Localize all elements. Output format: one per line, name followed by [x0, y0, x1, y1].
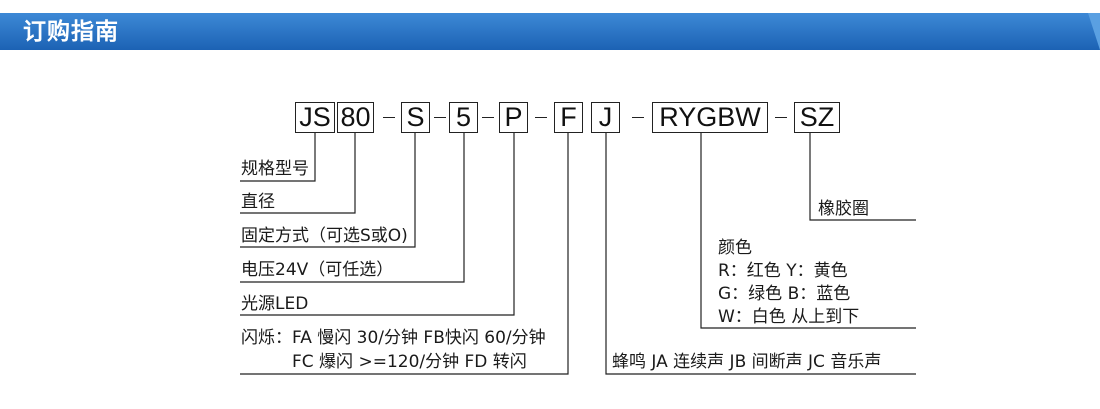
- leader-flash: [240, 133, 569, 375]
- code-segment-series: JS: [295, 102, 335, 133]
- leader-light-source: [240, 133, 515, 316]
- label-light-source: 光源LED: [241, 294, 309, 314]
- leader-rubber: [809, 133, 916, 221]
- leader-mounting: [240, 133, 416, 248]
- banner-decoration: [1088, 13, 1100, 50]
- label-voltage: 电压24V（可任选）: [241, 260, 394, 280]
- label-mounting: 固定方式（可选S或O): [241, 226, 408, 246]
- page-title: 订购指南: [23, 19, 119, 45]
- code-segment-voltage: 5: [449, 102, 478, 133]
- code-segment-buzzer: J: [591, 102, 620, 133]
- leader-diameter: [240, 133, 356, 214]
- code-segment-rubber: SZ: [794, 102, 840, 133]
- label-color-line3: W：白色 从上到下: [718, 307, 860, 327]
- leader-buzzer: [605, 133, 916, 375]
- label-rubber: 橡胶圈: [818, 199, 869, 219]
- separator-dash: [535, 117, 547, 119]
- separator-dash: [632, 117, 644, 119]
- label-model: 规格型号: [241, 159, 309, 179]
- code-segment-colors: RYGBW: [652, 102, 768, 133]
- label-flash-line1: 闪烁：FA 慢闪 30/分钟 FB快闪 60/分钟: [241, 328, 546, 348]
- header-banner: 订购指南: [0, 13, 1100, 50]
- code-segment-mounting: S: [401, 102, 430, 133]
- label-flash-line2: FC 爆闪 >=120/分钟 FD 转闪: [292, 352, 527, 372]
- separator-dash: [383, 117, 395, 119]
- label-color-title: 颜色: [718, 238, 752, 258]
- code-segment-diameter: 80: [337, 102, 374, 133]
- code-segment-flash: F: [554, 102, 583, 133]
- label-color-line2: G：绿色 B：蓝色: [718, 284, 851, 304]
- separator-dash: [775, 117, 787, 119]
- label-buzzer: 蜂鸣 JA 连续声 JB 间断声 JC 音乐声: [612, 352, 882, 372]
- label-diameter: 直径: [241, 192, 275, 212]
- leader-colors: [700, 133, 916, 329]
- leader-voltage: [240, 133, 465, 283]
- label-color-line1: R：红色 Y：黄色: [718, 261, 848, 281]
- separator-dash: [482, 117, 494, 119]
- code-segment-light-source: P: [499, 102, 528, 133]
- separator-dash: [434, 117, 446, 119]
- leader-model: [240, 133, 316, 182]
